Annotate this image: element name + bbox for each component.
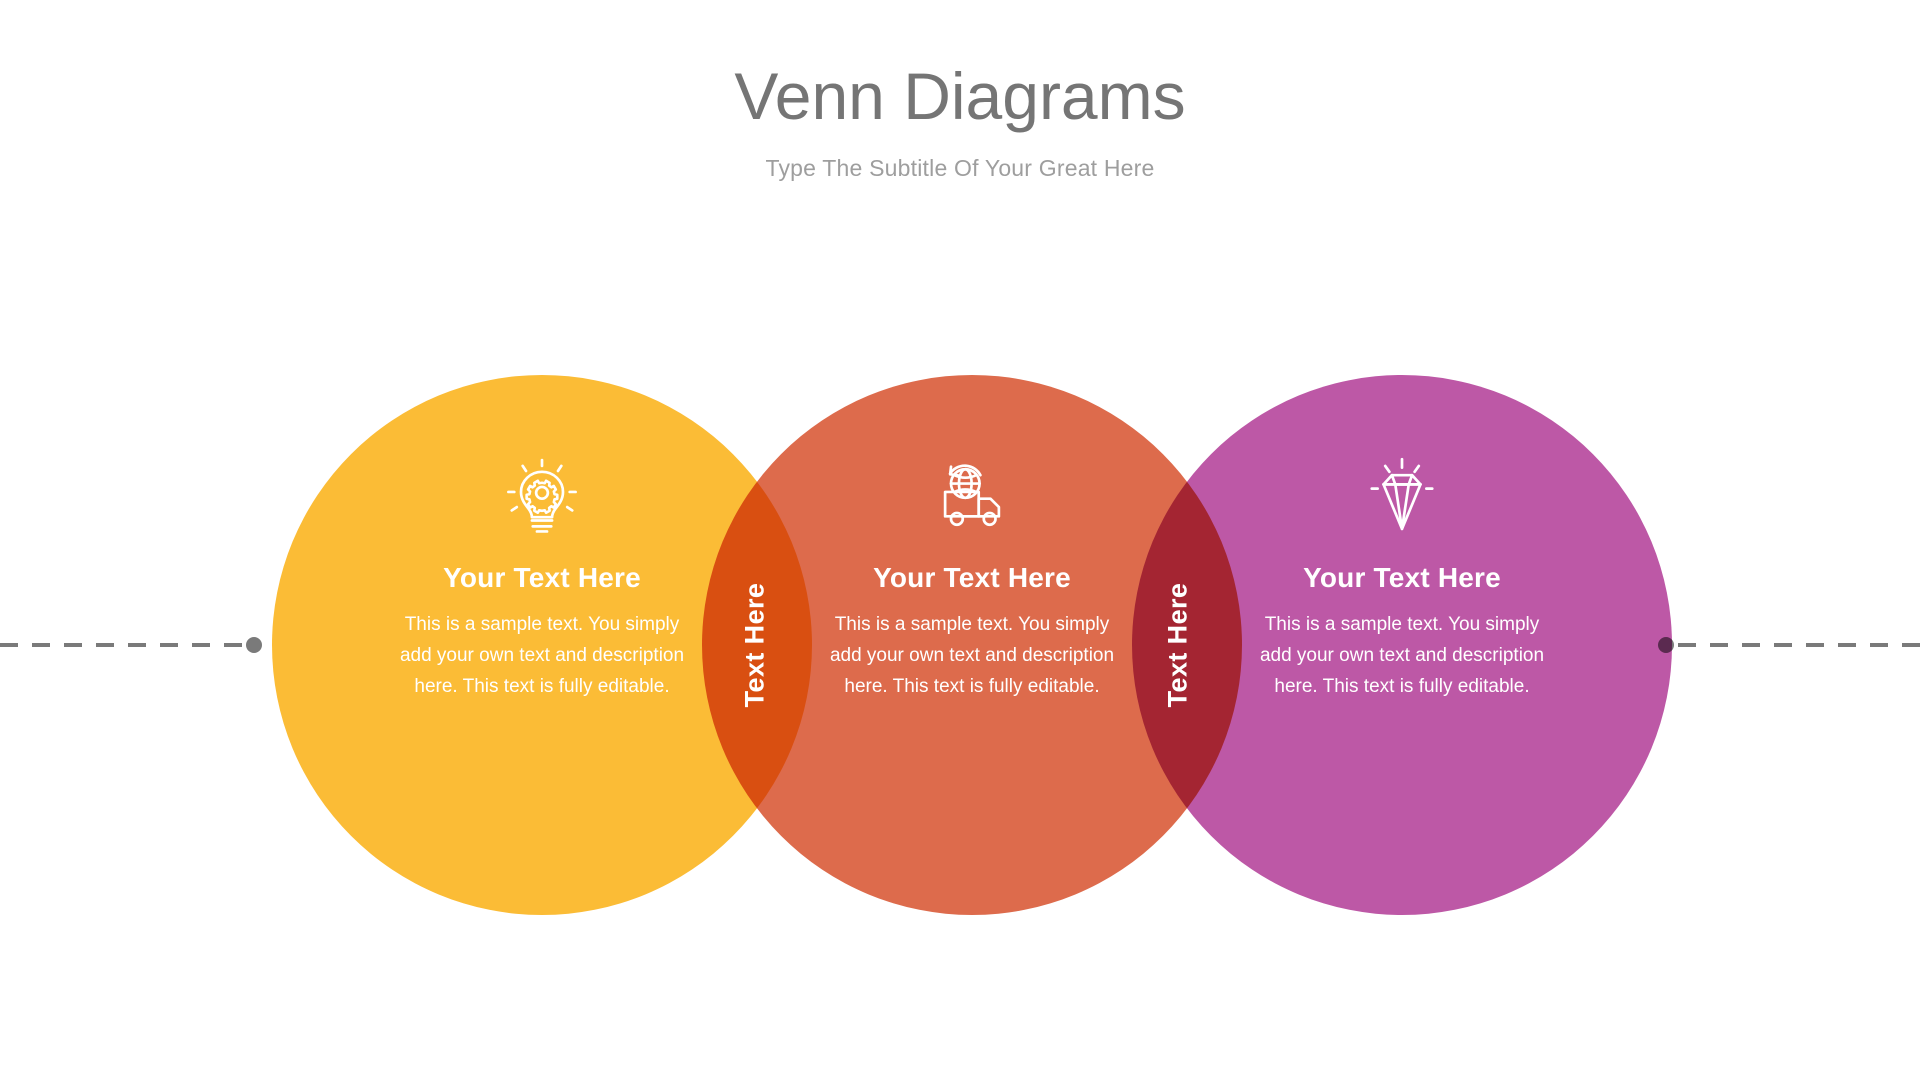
overlap-label-1[interactable]: Text Here [739, 582, 770, 708]
venn-circle-1-body: This is a sample text. You simply add yo… [399, 613, 685, 698]
venn-circle-1-heading: Your Text Here [443, 562, 641, 593]
overlap-label-2[interactable]: Text Here [1162, 582, 1193, 708]
connector-dot-left [246, 637, 262, 653]
header: Venn Diagrams Type The Subtitle Of Your … [0, 0, 1920, 182]
connector-line-left [0, 637, 262, 653]
page-title: Venn Diagrams [734, 59, 1186, 133]
venn-circle-2-body: This is a sample text. You simply add yo… [829, 613, 1115, 698]
venn-circle-3-body: This is a sample text. You simply add yo… [1259, 613, 1545, 698]
dashed-line-icon-left [0, 643, 242, 647]
venn-circle-2-heading: Your Text Here [873, 562, 1071, 593]
diamond-gem-icon [1360, 455, 1444, 539]
dashed-line-icon-right [1678, 643, 1920, 647]
venn-circle-1-content: Your Text Here This is a sample text. Yo… [272, 375, 812, 915]
lightbulb-gear-icon [500, 455, 584, 539]
venn-circle-3-content: Your Text Here This is a sample text. Yo… [1132, 375, 1672, 915]
venn-circle-2-content: Your Text Here This is a sample text. Yo… [702, 375, 1242, 915]
page-subtitle: Type The Subtitle Of Your Great Here [765, 155, 1155, 182]
venn-circle-3-heading: Your Text Here [1303, 562, 1501, 593]
globe-delivery-truck-icon [930, 455, 1014, 539]
